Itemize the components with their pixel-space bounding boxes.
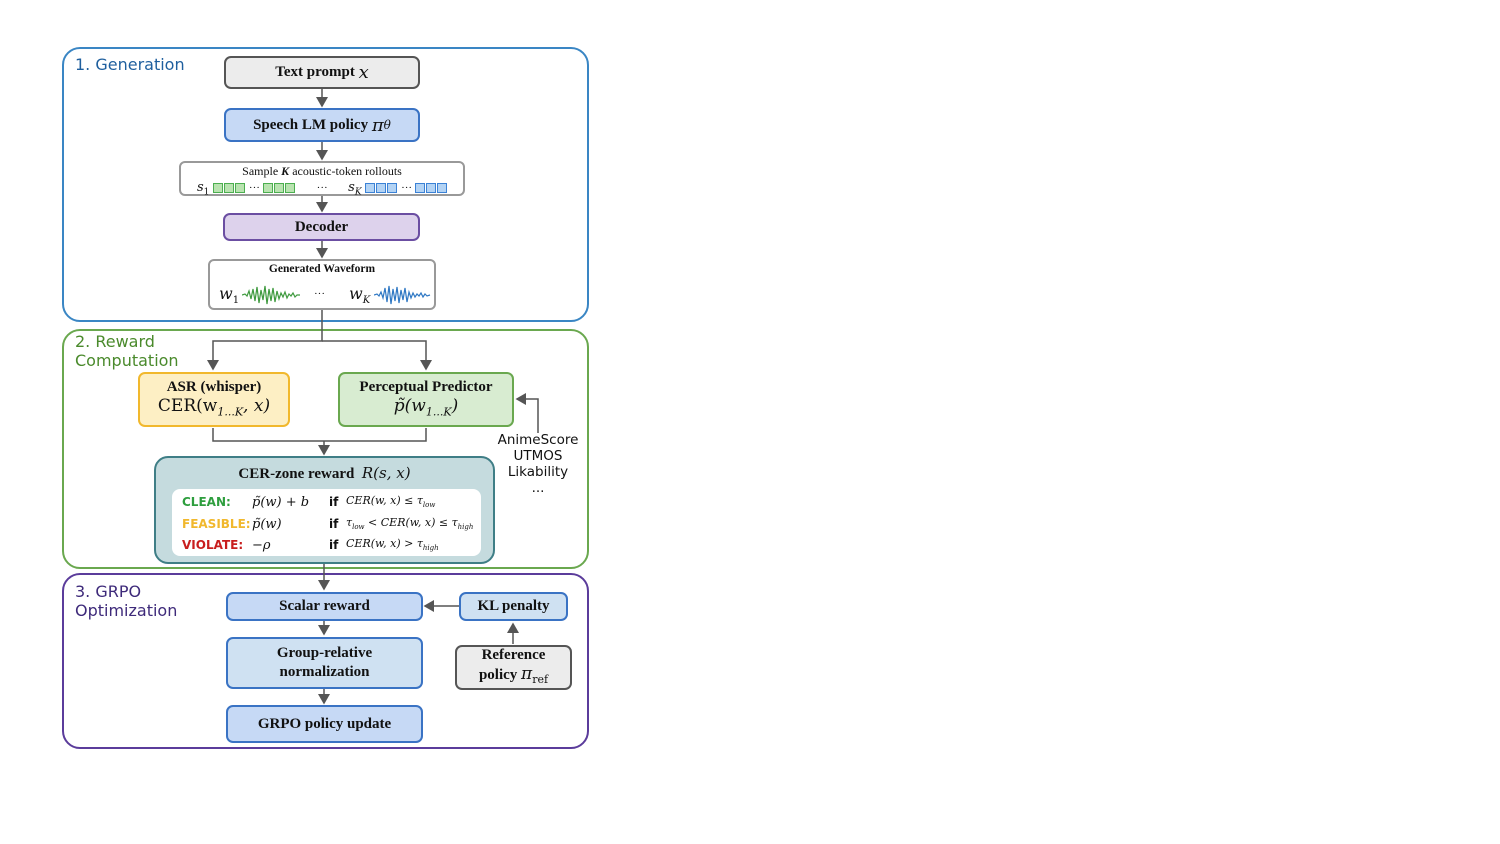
policy-label: Speech LM policy — [253, 116, 369, 133]
ellipsis-2: ··· — [316, 182, 328, 194]
zone-clean: CLEAN: p̃(w) + b if CER(w, x) ≤ τlow — [172, 492, 481, 512]
group-norm-line2: normalization — [279, 664, 370, 680]
rollouts-title-pre: Sample — [242, 164, 279, 178]
ref-line2: policy πref — [478, 664, 549, 687]
sK-tokens — [364, 179, 398, 194]
rollouts-box: Sample K acoustic-token rollouts s1 ··· … — [179, 161, 467, 198]
reward-panel — [62, 329, 589, 569]
grpo-update-label: GRPO policy update — [257, 715, 392, 732]
waveform-ellipsis: ··· — [314, 288, 325, 300]
zone-clean-value: p̃(w) + b — [252, 494, 310, 510]
kl-penalty-box: KL penalty — [459, 592, 568, 621]
s1-label: s1 — [197, 180, 210, 198]
rollouts-title-k: K — [281, 164, 290, 178]
w1-label: w1 — [219, 284, 240, 307]
asr-title: ASR (whisper) — [166, 378, 262, 395]
asr-formula: CER(w1...K, x) — [157, 395, 271, 419]
grpo-panel — [62, 573, 589, 749]
stage-label-grpo: 3. GRPO Optimization — [75, 582, 178, 620]
group-norm-line1: Group-relative — [276, 645, 373, 661]
zone-feasible-cond: τlow < CER(w, x) ≤ τhigh — [346, 516, 474, 532]
waveform-box: Generated Waveform w1 ··· wK — [208, 259, 436, 310]
rollout-tokens-row: s1 ··· ··· sK ··· — [197, 179, 467, 198]
cer-zone-reward-box: CER-zone reward R(s, x) CLEAN: p̃(w) + b… — [154, 456, 495, 564]
pp-formula: p̃(w1...K) — [393, 395, 459, 419]
stage-label-reward: 2. Reward Computation — [75, 332, 179, 370]
ref-line1: Reference — [481, 647, 546, 663]
decoder-label: Decoder — [294, 218, 349, 235]
ellipsis-1: ··· — [248, 182, 260, 194]
predictor-utmos: UTMOS — [513, 448, 563, 464]
grpo-update-box: GRPO policy update — [226, 705, 423, 743]
zone-feasible-label: FEASIBLE: — [182, 517, 251, 531]
predictor-list: AnimeScore UTMOS Likability ... — [490, 432, 586, 496]
text-prompt-label: Text prompt — [275, 64, 355, 80]
scalar-reward-label: Scalar reward — [279, 598, 370, 614]
zone-feasible: FEASIBLE: p̃(w) if τlow < CER(w, x) ≤ τh… — [172, 514, 481, 534]
pp-title: Perceptual Predictor — [359, 378, 493, 395]
sK-label: sK — [348, 180, 362, 198]
decoder-box: Decoder — [223, 213, 420, 241]
zone-table: CLEAN: p̃(w) + b if CER(w, x) ≤ τlow FEA… — [172, 489, 481, 556]
zone-clean-if: if — [329, 495, 339, 509]
generation-panel — [62, 47, 589, 322]
zone-violate-cond: CER(w, x) > τhigh — [346, 537, 439, 553]
cer-zone-title: CER-zone reward R(s, x) — [238, 464, 411, 482]
kl-penalty-label: KL penalty — [477, 598, 550, 614]
text-prompt-symbol: x — [358, 62, 369, 83]
scalar-reward-box: Scalar reward — [226, 592, 423, 621]
zone-violate-if: if — [329, 538, 339, 552]
ellipsis-3: ··· — [401, 182, 413, 194]
s1-tokens-tail — [263, 179, 296, 194]
waveform-1 — [242, 285, 300, 305]
zone-violate-value: −ρ — [252, 537, 271, 553]
policy-subscript: θ — [383, 117, 391, 132]
policy-symbol: π — [371, 114, 384, 136]
waveform-K — [374, 285, 431, 305]
rollouts-title-post: acoustic-token rollouts — [292, 164, 402, 178]
s1-tokens — [212, 179, 246, 194]
reference-policy-box: Reference policy πref — [455, 645, 572, 690]
zone-clean-cond: CER(w, x) ≤ τlow — [346, 494, 436, 510]
zone-violate: VIOLATE: −ρ if CER(w, x) > τhigh — [172, 535, 481, 555]
zone-violate-label: VIOLATE: — [182, 538, 244, 552]
group-normalization-box: Group-relative normalization — [226, 637, 423, 689]
perceptual-predictor-box: Perceptual Predictor p̃(w1...K) — [338, 372, 514, 427]
predictor-likability: Likability — [507, 464, 569, 480]
asr-box: ASR (whisper) CER(w1...K, x) — [138, 372, 290, 427]
predictor-more: ... — [531, 480, 545, 496]
stage-label-generation: 1. Generation — [75, 55, 185, 74]
zone-feasible-value: p̃(w) — [252, 516, 282, 532]
sK-tokens-tail — [415, 179, 448, 194]
zone-feasible-if: if — [329, 517, 339, 531]
wK-label: wK — [349, 284, 371, 307]
text-prompt-box: Text prompt x — [224, 56, 420, 89]
zone-clean-label: CLEAN: — [182, 495, 231, 509]
waveform-title: Generated Waveform — [268, 263, 376, 275]
predictor-animescore: AnimeScore — [497, 432, 579, 448]
rollouts-title: Sample K acoustic-token rollouts — [181, 164, 463, 179]
